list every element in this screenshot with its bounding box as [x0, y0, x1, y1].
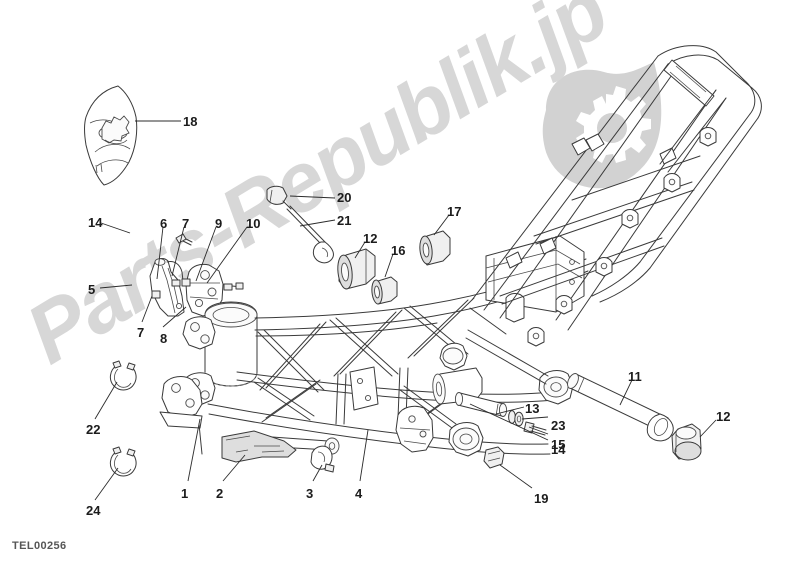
callout-number-11[interactable]: 11	[628, 369, 642, 384]
part-18-identification-plate	[84, 85, 138, 186]
leader-line-3	[312, 464, 323, 482]
leader-line-8	[162, 306, 187, 328]
part-1-frame-lower-bracket	[159, 376, 203, 455]
part-20-rubber-cap	[266, 185, 292, 210]
part-2-side-stand-plate	[221, 430, 297, 463]
leader-line-12	[699, 419, 717, 438]
part-22-circlip	[109, 360, 137, 391]
leader-line-14	[100, 222, 131, 234]
leader-line-17	[433, 214, 450, 236]
leader-line-21	[299, 219, 336, 227]
callout-number-19[interactable]: 19	[534, 491, 549, 506]
leader-line-11	[619, 379, 633, 406]
part-12-bushing-right	[671, 423, 702, 461]
callout-number-4[interactable]: 4	[355, 486, 363, 501]
part-16-bushing-small	[371, 276, 398, 305]
leader-line-14	[469, 403, 549, 441]
leader-line-7	[171, 226, 185, 277]
leader-line-19	[499, 464, 533, 489]
part-13-spacer-tube	[454, 392, 508, 417]
leader-line-10	[206, 226, 248, 284]
leader-line-4	[359, 429, 369, 482]
callout-number-24[interactable]: 24	[86, 503, 101, 518]
callout-number-1[interactable]: 1	[181, 486, 189, 501]
callout-number-6[interactable]: 6	[160, 216, 168, 231]
leader-line-16	[384, 253, 394, 278]
part-5-support-plate	[149, 258, 185, 317]
leader-line-23	[521, 416, 549, 420]
callout-number-22[interactable]: 22	[86, 422, 101, 437]
callout-number-17[interactable]: 17	[447, 204, 462, 219]
part-19-nut	[483, 446, 505, 469]
callout-number-14[interactable]: 14	[88, 215, 103, 230]
part-11-pivot-shaft	[567, 373, 674, 442]
callout-leader-lines	[94, 120, 717, 501]
callout-number-15[interactable]: 15	[551, 437, 566, 452]
leader-line-24	[94, 467, 119, 501]
callout-number-12[interactable]: 12	[716, 409, 731, 424]
part-23-washer	[508, 410, 524, 427]
leader-line-2	[222, 454, 246, 482]
leader-line-20	[289, 195, 336, 199]
leader-line-5	[99, 284, 133, 289]
callout-number-23[interactable]: 23	[551, 418, 566, 433]
leader-line-13	[495, 406, 525, 415]
callout-number-5[interactable]: 5	[88, 282, 96, 297]
reference-code: TEL00256	[12, 540, 67, 552]
callout-number-21[interactable]: 21	[337, 213, 352, 228]
callout-number-3[interactable]: 3	[306, 486, 314, 501]
part-24-circlip	[109, 446, 137, 477]
part-15-bolt	[523, 421, 547, 436]
leader-line-9	[195, 226, 217, 282]
main-frame-assembly	[182, 45, 762, 457]
leader-line-15	[528, 426, 549, 435]
callout-number-12[interactable]: 12	[363, 231, 378, 246]
part-12-bushing-center	[337, 248, 376, 290]
part-8-mounting-plate	[151, 263, 244, 317]
callout-number-2[interactable]: 2	[216, 486, 224, 501]
leader-line-22	[94, 381, 118, 420]
callout-number-20[interactable]: 20	[337, 190, 352, 205]
callout-number-16[interactable]: 16	[391, 243, 406, 258]
part-21-hook-rod	[286, 205, 334, 264]
leader-line-6	[156, 226, 164, 280]
callout-number-18[interactable]: 18	[183, 114, 198, 129]
callout-number-8[interactable]: 8	[160, 331, 168, 346]
leader-line-12	[354, 241, 366, 259]
callout-number-7[interactable]: 7	[182, 216, 190, 231]
callout-number-13[interactable]: 13	[525, 401, 540, 416]
callout-number-7[interactable]: 7	[137, 325, 145, 340]
part-3-small-clamp	[310, 445, 335, 473]
part-14-bolt-upper	[175, 233, 193, 246]
callout-number-14[interactable]: 14	[551, 442, 566, 457]
leader-line-7	[141, 295, 153, 323]
callout-number-9[interactable]: 9	[215, 216, 223, 231]
part-17-bushing	[419, 230, 451, 266]
callout-number-10[interactable]: 10	[246, 216, 261, 231]
leader-line-1	[187, 418, 201, 482]
